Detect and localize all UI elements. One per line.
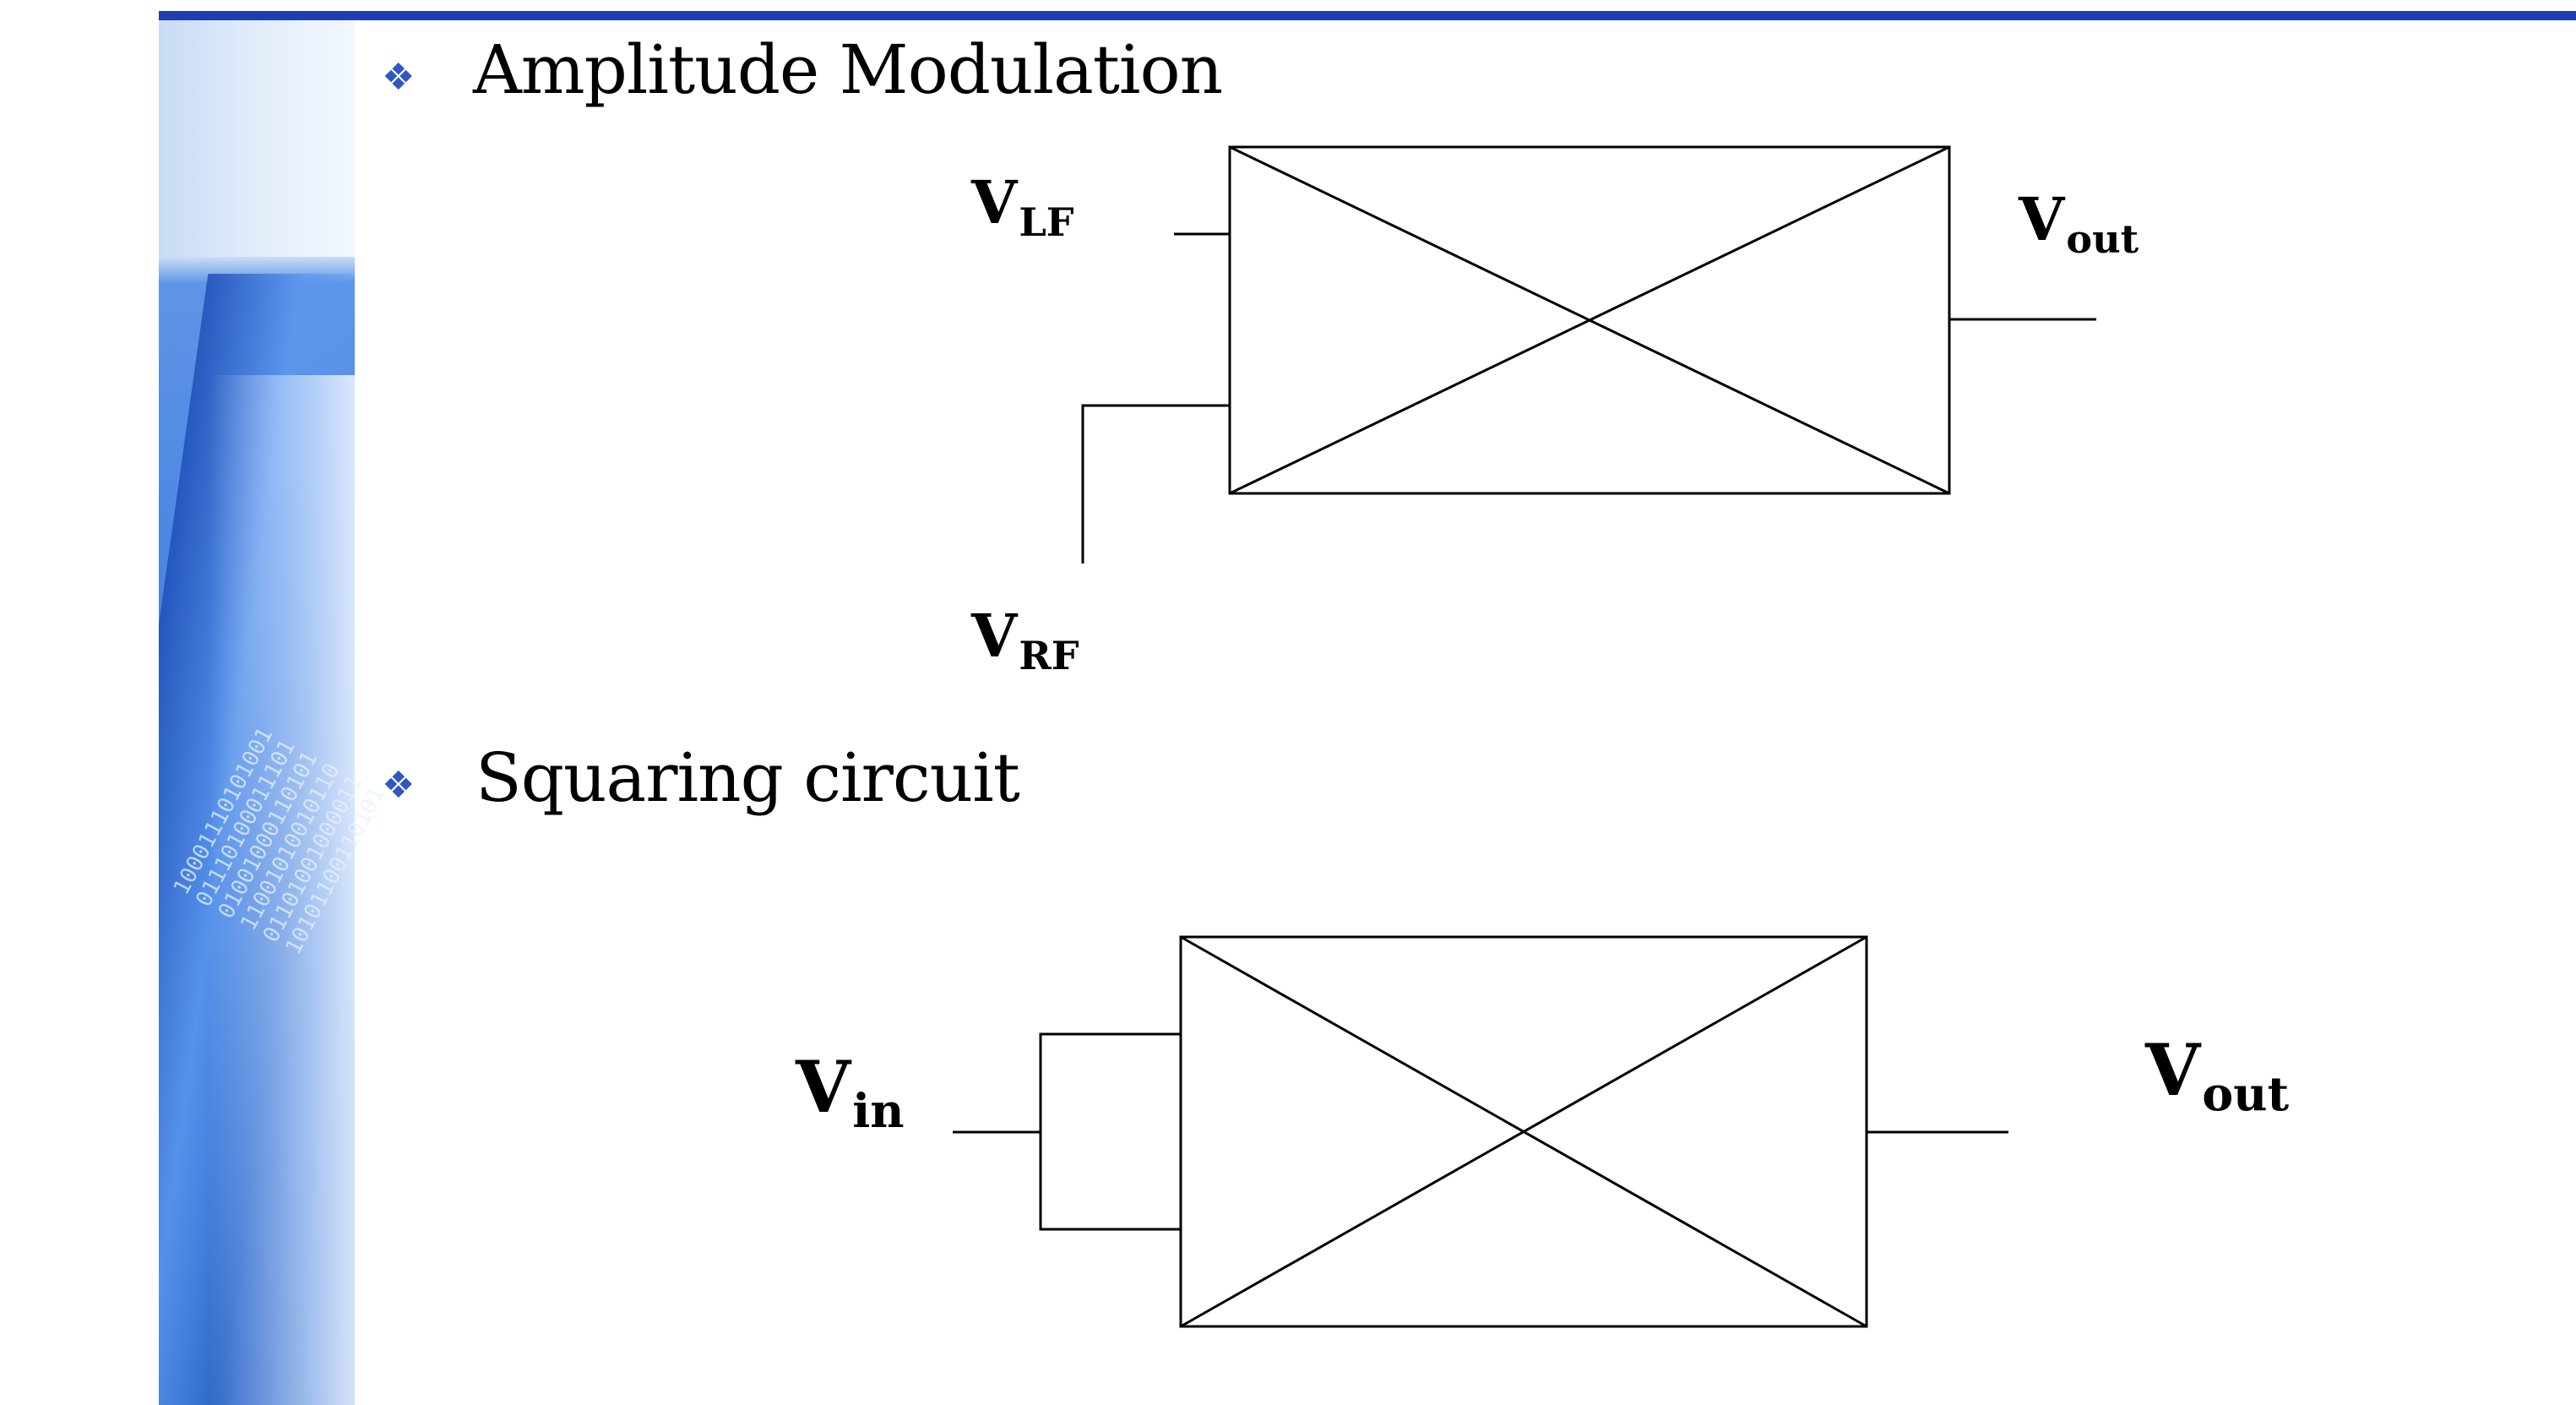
multiplier-cross-line [1180, 935, 1867, 1328]
output-label-vout-am: Vout [2019, 184, 2139, 262]
four-diamond-bullet-icon: ❖ [382, 56, 416, 99]
input-label-vin: Vin [796, 1045, 905, 1139]
input-label-vrf: VRF [971, 601, 1079, 678]
section-title-am: Amplitude Modulation [473, 30, 1223, 109]
multiplier-cross-line [1229, 145, 1950, 495]
four-diamond-bullet-icon: ❖ [382, 764, 416, 807]
input-label-vlf: VLF [971, 167, 1074, 245]
input-wire-rf [1081, 404, 1230, 564]
section-title-squaring: Squaring circuit [476, 738, 1020, 817]
decorative-side-image [159, 20, 355, 1405]
input-split-wire [1039, 1032, 1181, 1231]
output-label-vout-squaring: Vout [2145, 1028, 2290, 1122]
title-accent-bar [159, 11, 2576, 20]
